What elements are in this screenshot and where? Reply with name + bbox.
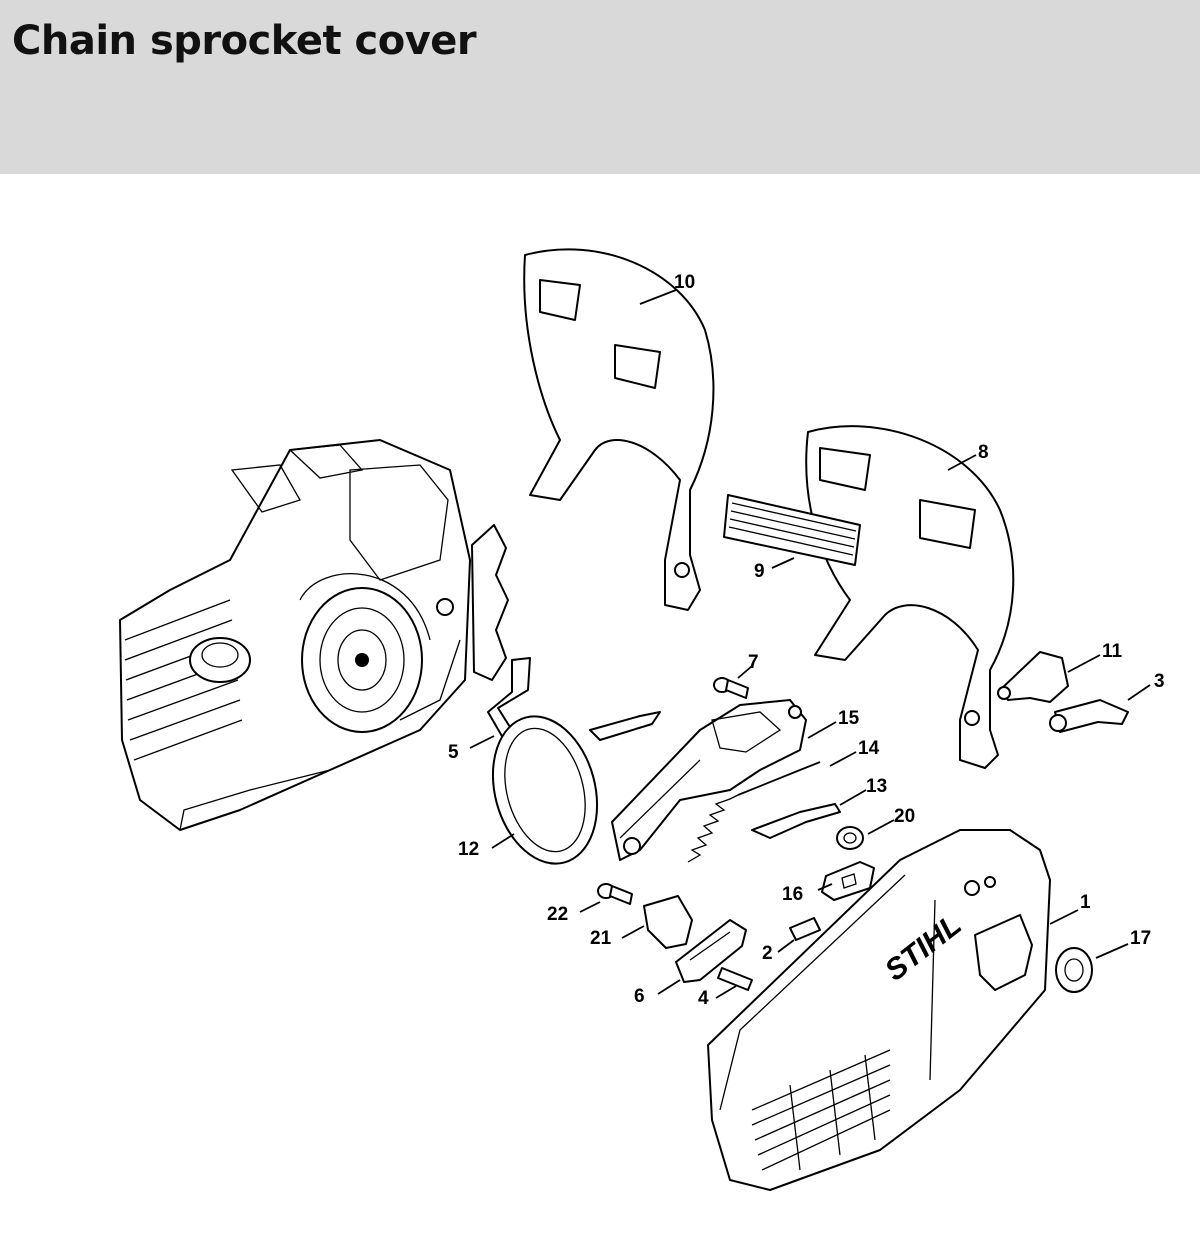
hand-guard-lower-drawing [805, 425, 1015, 769]
brake-band-drawing [491, 711, 661, 865]
collar-nut-drawing [836, 826, 864, 850]
callout-17: 17 [1130, 928, 1151, 949]
powerhead-drawing [119, 439, 471, 831]
callout-13: 13 [866, 776, 887, 797]
bar-plate-drawing [471, 524, 509, 681]
callout-21: 21 [590, 928, 612, 949]
callout-15: 15 [838, 708, 860, 729]
page-title: Chain sprocket cover [12, 18, 477, 64]
callout-22: 22 [547, 904, 568, 925]
callout-2: 2 [762, 943, 773, 964]
linkage-lever-drawing [999, 651, 1069, 703]
callout-9: 9 [754, 561, 765, 582]
flat-spring-drawing [751, 803, 841, 839]
callout-5: 5 [448, 742, 459, 763]
link-arm-drawing [1054, 699, 1129, 733]
callout-11: 11 [1102, 641, 1123, 662]
callout-8: 8 [978, 442, 989, 463]
callout-7: 7 [748, 652, 759, 673]
callout-labels: 10 8 9 11 3 7 15 14 13 20 5 12 16 1 17 2… [448, 272, 1165, 1009]
callout-4: 4 [698, 988, 709, 1009]
callout-14: 14 [858, 738, 880, 759]
callout-3: 3 [1154, 671, 1165, 692]
exploded-parts-diagram: STIHL 10 8 9 11 3 7 15 [0, 174, 1200, 1231]
callout-1: 1 [1080, 892, 1091, 913]
block-drawing [643, 895, 693, 949]
callout-12: 12 [458, 839, 479, 860]
leader-lines [469, 289, 1151, 999]
tensioner-slide-drawing [675, 919, 747, 983]
callout-10: 10 [674, 272, 695, 293]
screw-small-drawing [597, 883, 633, 905]
diagram-svg: STIHL 10 8 9 11 3 7 15 [119, 248, 1165, 1191]
rod-drawing [717, 967, 753, 991]
header-bar: Chain sprocket cover [0, 0, 1200, 174]
cover-nut-drawing [1055, 947, 1093, 993]
callout-16: 16 [782, 884, 803, 905]
sprocket-cover-drawing: STIHL [707, 829, 1051, 1191]
decal-strip-drawing [723, 494, 861, 566]
hand-guard-upper-drawing [523, 248, 715, 611]
screw-drawing [713, 677, 749, 699]
tension-spring-drawing [687, 761, 821, 863]
chain-brake-lever-drawing [611, 699, 807, 861]
callout-6: 6 [634, 986, 645, 1007]
callout-20: 20 [894, 806, 915, 827]
pin-drawing [789, 917, 821, 941]
